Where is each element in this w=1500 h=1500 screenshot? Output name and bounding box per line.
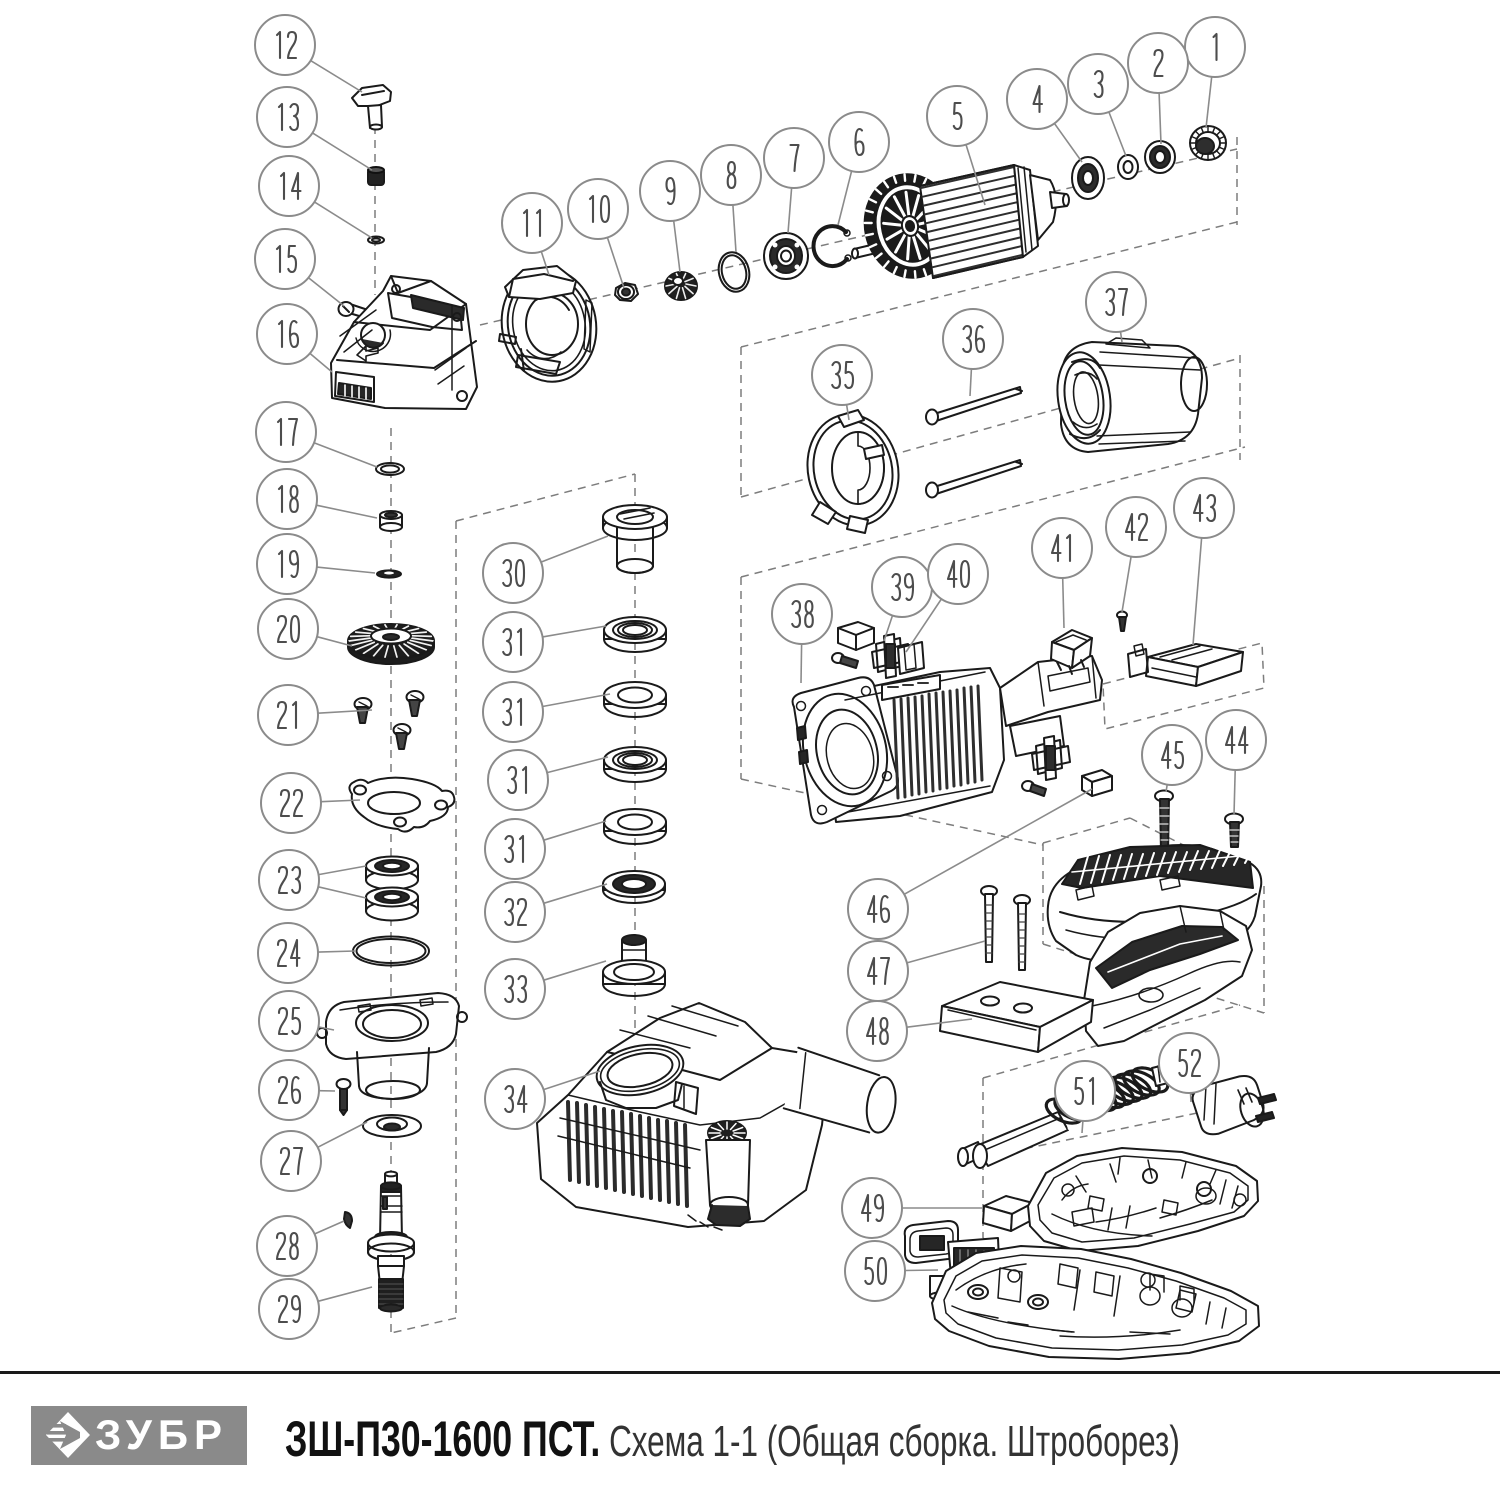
svg-text:ЗШ-П30-1600 ПСТ. Схема 1-1 (Об: ЗШ-П30-1600 ПСТ. Схема 1-1 (Общая сборка… <box>285 1412 1180 1467</box>
svg-text:ЗУБР: ЗУБР <box>95 1411 228 1458</box>
